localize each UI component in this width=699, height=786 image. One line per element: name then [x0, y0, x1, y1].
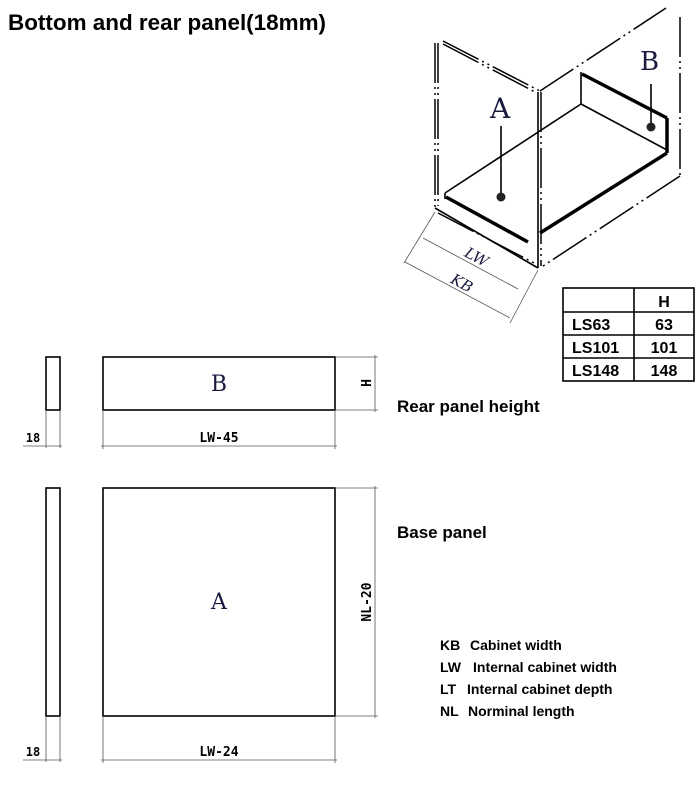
legend-abbr: LT	[440, 681, 457, 697]
table-cell: LS148	[572, 363, 619, 380]
table-header-h: H	[658, 294, 670, 311]
table-cell: 63	[655, 317, 673, 334]
base-panel-label: A	[210, 590, 228, 615]
rear-panel-drawing: B 18 LW-45 H Rear panel height	[23, 355, 540, 449]
iso-label-a: A	[489, 92, 511, 125]
base-depth-label: NL-20	[360, 582, 375, 621]
base-width-label: LW-24	[199, 745, 238, 760]
table-cell: 101	[651, 340, 678, 357]
base-panel-drawing: A 18 LW-24 NL-20 Base panel	[23, 486, 487, 763]
legend-text: Internal cabinet depth	[467, 681, 612, 697]
dim-kb-label: KB	[447, 270, 476, 297]
rear-panel-heading: Rear panel height	[397, 397, 540, 416]
rear-panel-label: B	[211, 372, 227, 397]
rear-height-label: H	[360, 379, 375, 387]
height-table: H LS63 63 LS101 101 LS148 148	[562, 287, 695, 382]
rear-thickness-label: 18	[26, 431, 40, 445]
table-cell: LS101	[572, 340, 619, 357]
base-thickness-label: 18	[26, 745, 40, 759]
legend-text: Norminal length	[468, 703, 575, 719]
rear-width-label: LW-45	[199, 431, 238, 446]
base-panel-heading: Base panel	[397, 523, 487, 542]
marker-b-icon	[646, 122, 656, 132]
legend-abbr: LW	[440, 659, 462, 675]
iso-label-b: B	[640, 47, 659, 77]
legend-text: Cabinet width	[470, 637, 562, 653]
page-title: Bottom and rear panel(18mm)	[8, 10, 326, 35]
isometric-cabinet: A B LW KB	[403, 7, 681, 324]
legend-abbr: KB	[440, 637, 460, 653]
legend-abbr: NL	[440, 703, 459, 719]
legend-text: Internal cabinet width	[473, 659, 617, 675]
table-cell: LS63	[572, 317, 610, 334]
table-cell: 148	[651, 363, 678, 380]
dim-lw-label: LW	[461, 243, 493, 271]
abbreviation-legend: KB Cabinet width LW Internal cabinet wid…	[440, 637, 617, 719]
marker-a-icon	[496, 192, 506, 202]
